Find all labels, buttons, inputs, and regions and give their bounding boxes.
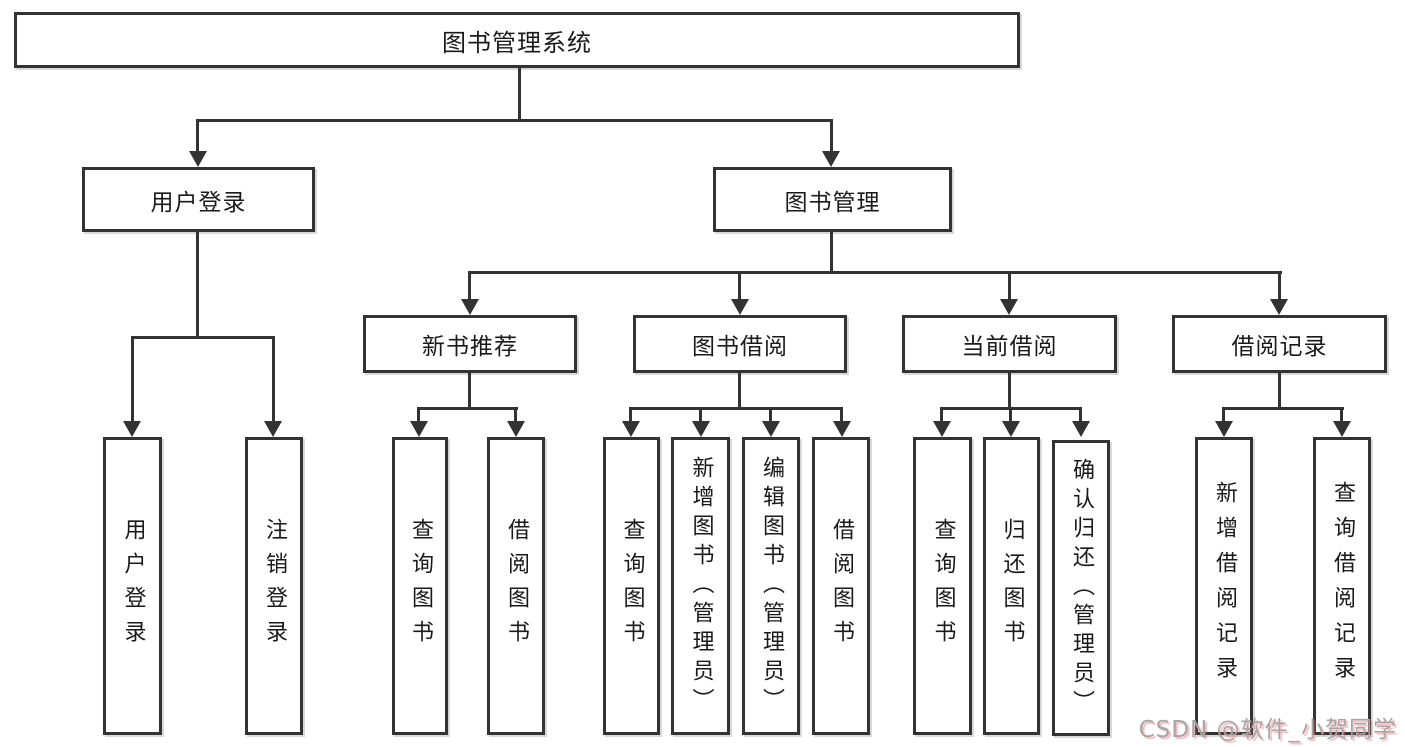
connector-borrow-record-trunk [1278,373,1281,410]
node-new-book-recommend-label: 新书推荐 [422,334,518,360]
arrow-down-borrow-record [1270,299,1288,315]
leaf-return-books: 归还图书 [983,437,1040,735]
connector-drop-return-books [1009,407,1012,422]
connector-user-login-rail [131,336,275,339]
connector-borrow-record-rail [1223,407,1344,410]
connector-drop-new-book-recommend [468,271,471,300]
node-borrow-record: 借阅记录 [1172,315,1387,373]
connector-level2-rail [197,119,833,122]
arrow-down-book-borrow [731,299,749,315]
connector-user-login-trunk [196,232,199,339]
arrow-down-borrow-books-recommend [507,421,525,437]
leaf-add-borrow-record: 新增借阅记录 [1195,437,1253,735]
connector-drop-add-books-admin [699,407,702,422]
connector-drop-add-borrow-record [1222,407,1225,422]
connector-drop-book-management [830,119,833,152]
node-current-borrow: 当前借阅 [902,315,1117,373]
leaf-edit-books-admin: 编辑图书（管理员） [742,437,800,735]
arrow-down-query-books-recommend [410,421,428,437]
leaf-borrow-books: 借阅图书 [812,437,870,735]
arrow-down-add-borrow-record [1215,421,1233,437]
connector-drop-logout-leaf [272,336,275,422]
leaf-confirm-return-admin: 确认归还（管理员） [1052,440,1110,736]
connector-drop-borrow-books [840,407,843,422]
node-root-label: 图书管理系统 [442,28,592,57]
arrow-down-return-books [1002,421,1020,437]
arrow-down-current-borrow [1000,299,1018,315]
arrow-down-query-books-borrow [622,421,640,437]
connector-drop-query-books-borrow [629,407,632,422]
connector-drop-user-login [196,119,199,152]
arrow-down-borrow-books [833,421,851,437]
connector-book-borrow-rail [630,407,843,410]
connector-drop-user-login-leaf [131,336,134,422]
arrow-down-book-management [822,151,840,167]
node-book-borrow-label: 图书借阅 [692,334,788,360]
connector-book-borrow-trunk [738,373,741,410]
connector-current-borrow-trunk [1008,373,1011,410]
leaf-borrow-books-recommend: 借阅图书 [487,437,545,735]
node-book-management-label: 图书管理 [784,189,881,216]
connector-drop-borrow-books-recommend [514,407,517,422]
node-book-management: 图书管理 [713,167,952,232]
arrow-down-new-book-recommend [461,299,479,315]
node-borrow-record-label: 借阅记录 [1231,334,1328,360]
leaf-user-login: 用户登录 [103,437,162,735]
arrow-down-query-books-current [933,421,951,437]
arrow-down-query-borrow-record [1333,421,1351,437]
connector-level3-rail [468,271,1282,274]
connector-drop-borrow-record [1278,271,1281,300]
connector-root-trunk [518,68,521,120]
connector-drop-query-books-recommend [417,407,420,422]
connector-drop-query-books-current [940,407,943,422]
arrow-down-user-login [189,151,207,167]
leaf-query-books-recommend: 查询图书 [392,437,448,735]
connector-drop-query-borrow-record [1340,407,1343,422]
connector-recommend-rail [418,407,518,410]
connector-drop-edit-books-admin [769,407,772,422]
connector-recommend-trunk [468,373,471,410]
leaf-query-borrow-record: 查询借阅记录 [1313,437,1371,735]
arrow-down-user-login-leaf [123,421,141,437]
leaf-add-books-admin: 新增图书（管理员） [671,437,730,735]
node-root: 图书管理系统 [14,12,1020,68]
connector-drop-current-borrow [1008,271,1011,300]
connector-drop-book-borrow [738,271,741,300]
node-new-book-recommend: 新书推荐 [363,315,577,373]
node-user-login-label: 用户登录 [150,189,247,216]
leaf-query-books-current: 查询图书 [913,437,972,735]
arrow-down-edit-books-admin [762,421,780,437]
arrow-down-add-books-admin [692,421,710,437]
leaf-logout: 注销登录 [245,437,303,735]
node-book-borrow: 图书借阅 [633,315,847,373]
connector-drop-confirm-return [1079,407,1082,422]
connector-book-management-trunk [830,232,833,274]
csdn-watermark: CSDN @软件_小贺同学 [1138,717,1397,743]
node-user-login: 用户登录 [82,167,315,232]
arrow-down-confirm-return [1072,421,1090,437]
arrow-down-logout-leaf [264,421,282,437]
leaf-query-books-borrow: 查询图书 [603,437,660,735]
node-current-borrow-label: 当前借阅 [961,334,1058,360]
